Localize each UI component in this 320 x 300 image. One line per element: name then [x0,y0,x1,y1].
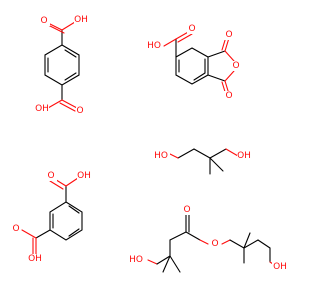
atom-label-oh: OH [35,104,49,114]
atom-label-o: O [183,205,190,215]
atom-label-oh: OH [74,15,88,25]
atom-label-o: O [40,16,47,26]
atom-label-o: O [225,30,232,40]
molecule-neopentyl-glycol: HO OH [152,148,251,175]
benzene-ring [49,201,83,241]
atom-label-o: O [188,24,195,34]
benzene-ring [175,47,209,85]
molecule-neopentyl-ester: HO O O OH [126,205,288,273]
atom-label-o: O [225,91,232,101]
chemical-structures-diagram: O OH O OH O O O O [11,15,288,273]
atom-label-oh: OH [237,151,251,161]
atom-label-o: O [47,171,54,181]
molecule-isophthalic-acid: O OH O OH [11,171,91,265]
atom-label-ester-o: O [211,239,218,249]
structures-svg: O OH O OH O O O O [11,15,288,273]
atom-label-ring-o: O [232,61,239,71]
atom-label-ho: HO [129,255,143,265]
atom-label-oh: OH [273,262,287,272]
molecule-terephthalic-acid: O OH O OH [35,15,88,117]
benzene-ring [44,44,80,86]
molecule-trimellitic-anhydride: O O O O HO [145,24,241,101]
atom-label-oh: OH [28,254,42,264]
atom-label-o: O [76,106,83,116]
atom-label-oh: OH [77,171,91,181]
atom-label-o: O [12,224,19,234]
atom-label-ho: HO [154,151,168,161]
atom-label-ho: HO [147,41,161,51]
